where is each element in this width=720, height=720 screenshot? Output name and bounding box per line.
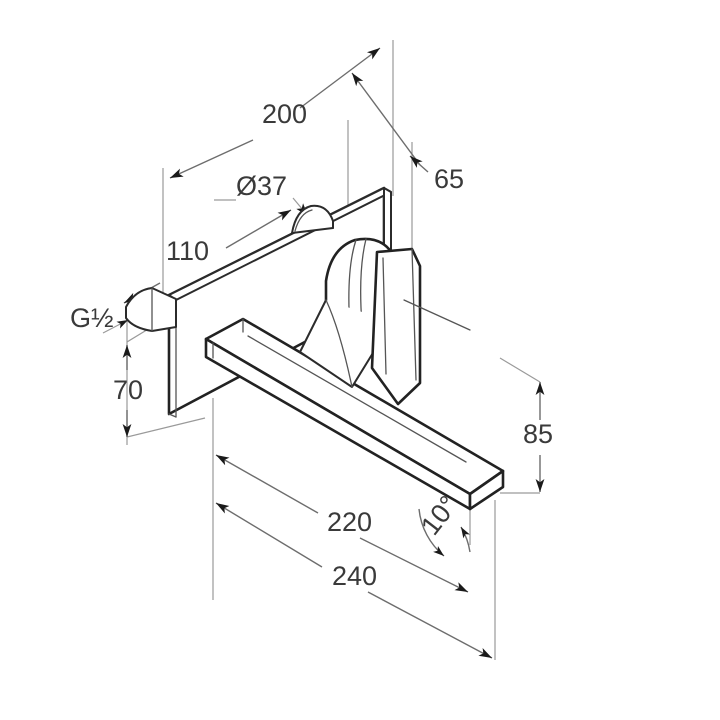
dim-240-line [215, 502, 323, 568]
label-110: 110 [166, 236, 209, 266]
dim-220-line [215, 454, 319, 514]
label-65: 65 [434, 164, 464, 194]
spout-hole-boss [291, 204, 334, 234]
label-200: 200 [262, 99, 307, 129]
spout [204, 317, 505, 511]
dim-110-line [225, 209, 292, 249]
dimension-lines [102, 47, 545, 659]
dimension-labels: 200 65 Ø37 110 G½ 70 85 220 240 10° [70, 99, 553, 591]
valve-body-and-handle [299, 237, 471, 406]
label-240: 240 [332, 561, 377, 591]
inlet-connector-g12 [125, 287, 177, 332]
label-g-half: G½ [70, 303, 114, 333]
dim-g12-leader [102, 319, 129, 334]
label-220: 220 [327, 507, 372, 537]
label-diameter-37: Ø37 [236, 171, 287, 201]
dim-200-line [299, 47, 381, 109]
dim-10deg-arc [418, 508, 445, 557]
label-70: 70 [113, 375, 143, 405]
label-85: 85 [523, 419, 553, 449]
dim-65-line [351, 72, 421, 166]
